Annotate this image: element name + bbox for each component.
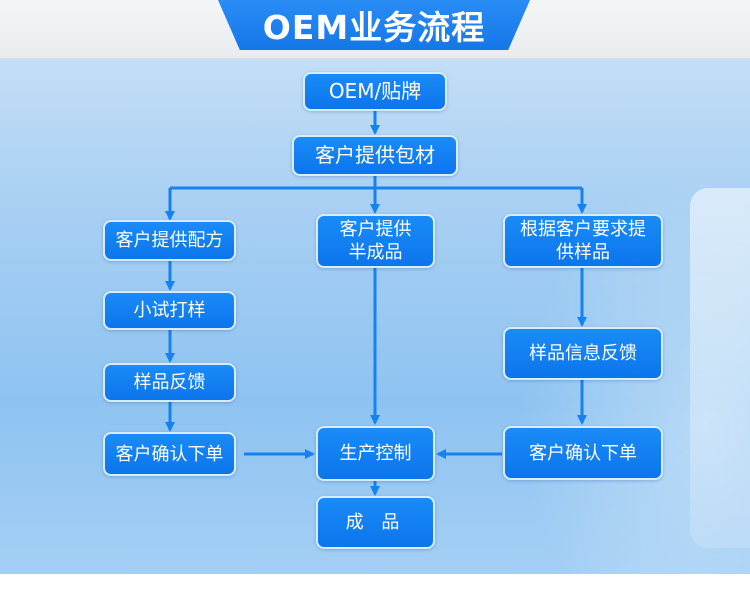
node-trial: 小试打样 [103, 291, 236, 330]
node-sample-feedback: 样品反馈 [103, 363, 236, 402]
flow-connectors [165, 110, 587, 496]
node-semi: 客户提供半成品 [316, 214, 435, 268]
page-title: OEM业务流程 [262, 8, 486, 47]
node-finished: 成 品 [316, 496, 435, 549]
node-production: 生产控制 [316, 426, 435, 481]
node-formula: 客户提供配方 [103, 220, 236, 261]
node-packaging: 客户提供包材 [292, 135, 458, 176]
node-confirm-left: 客户确认下单 [103, 432, 236, 476]
node-sample-info-feedback: 样品信息反馈 [503, 327, 663, 380]
decorative-panel [690, 188, 750, 548]
node-confirm-right: 客户确认下单 [503, 426, 663, 480]
node-custom-sample: 根据客户要求提供样品 [503, 214, 663, 268]
node-oem: OEM/贴牌 [303, 72, 447, 111]
title-tab: OEM业务流程 [218, 0, 530, 50]
